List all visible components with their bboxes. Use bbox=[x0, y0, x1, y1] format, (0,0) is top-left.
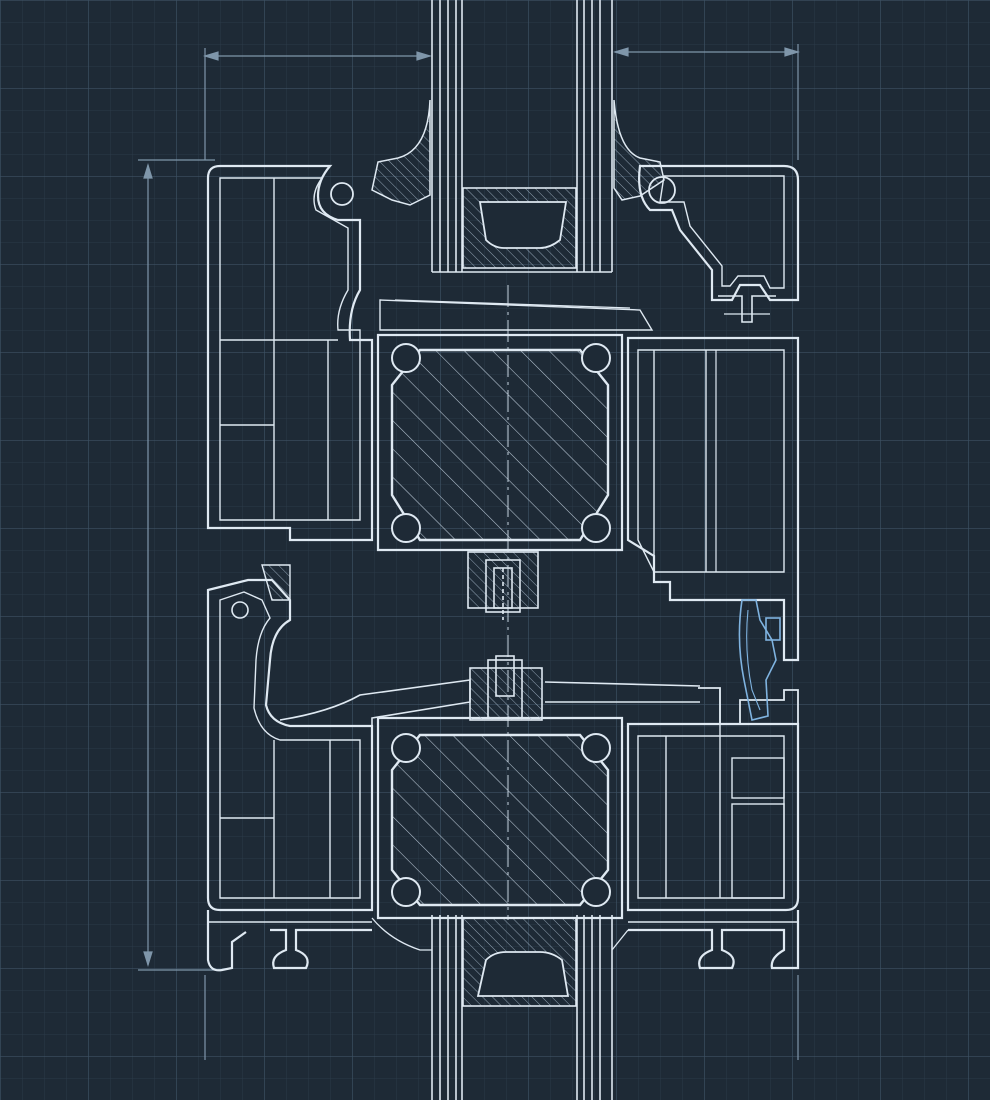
glass-pane-top bbox=[431, 0, 613, 273]
frame-feet bbox=[206, 910, 800, 972]
weather-seal-right bbox=[738, 599, 781, 721]
steel-reinforcement-bottom bbox=[376, 716, 624, 920]
glazing-gaskets-top bbox=[371, 99, 665, 206]
hardware-fixing-top bbox=[467, 551, 539, 620]
spacer-bar-bottom bbox=[462, 917, 577, 1007]
hardware-fixing-bottom bbox=[469, 655, 543, 721]
sash-frame-bottom bbox=[206, 564, 800, 912]
steel-reinforcement-top bbox=[376, 333, 624, 552]
glass-pane-bottom bbox=[431, 915, 613, 1100]
sash-frame-top bbox=[206, 164, 800, 662]
spacer-bar-top bbox=[462, 187, 577, 269]
dimension-lines bbox=[138, 44, 801, 1060]
